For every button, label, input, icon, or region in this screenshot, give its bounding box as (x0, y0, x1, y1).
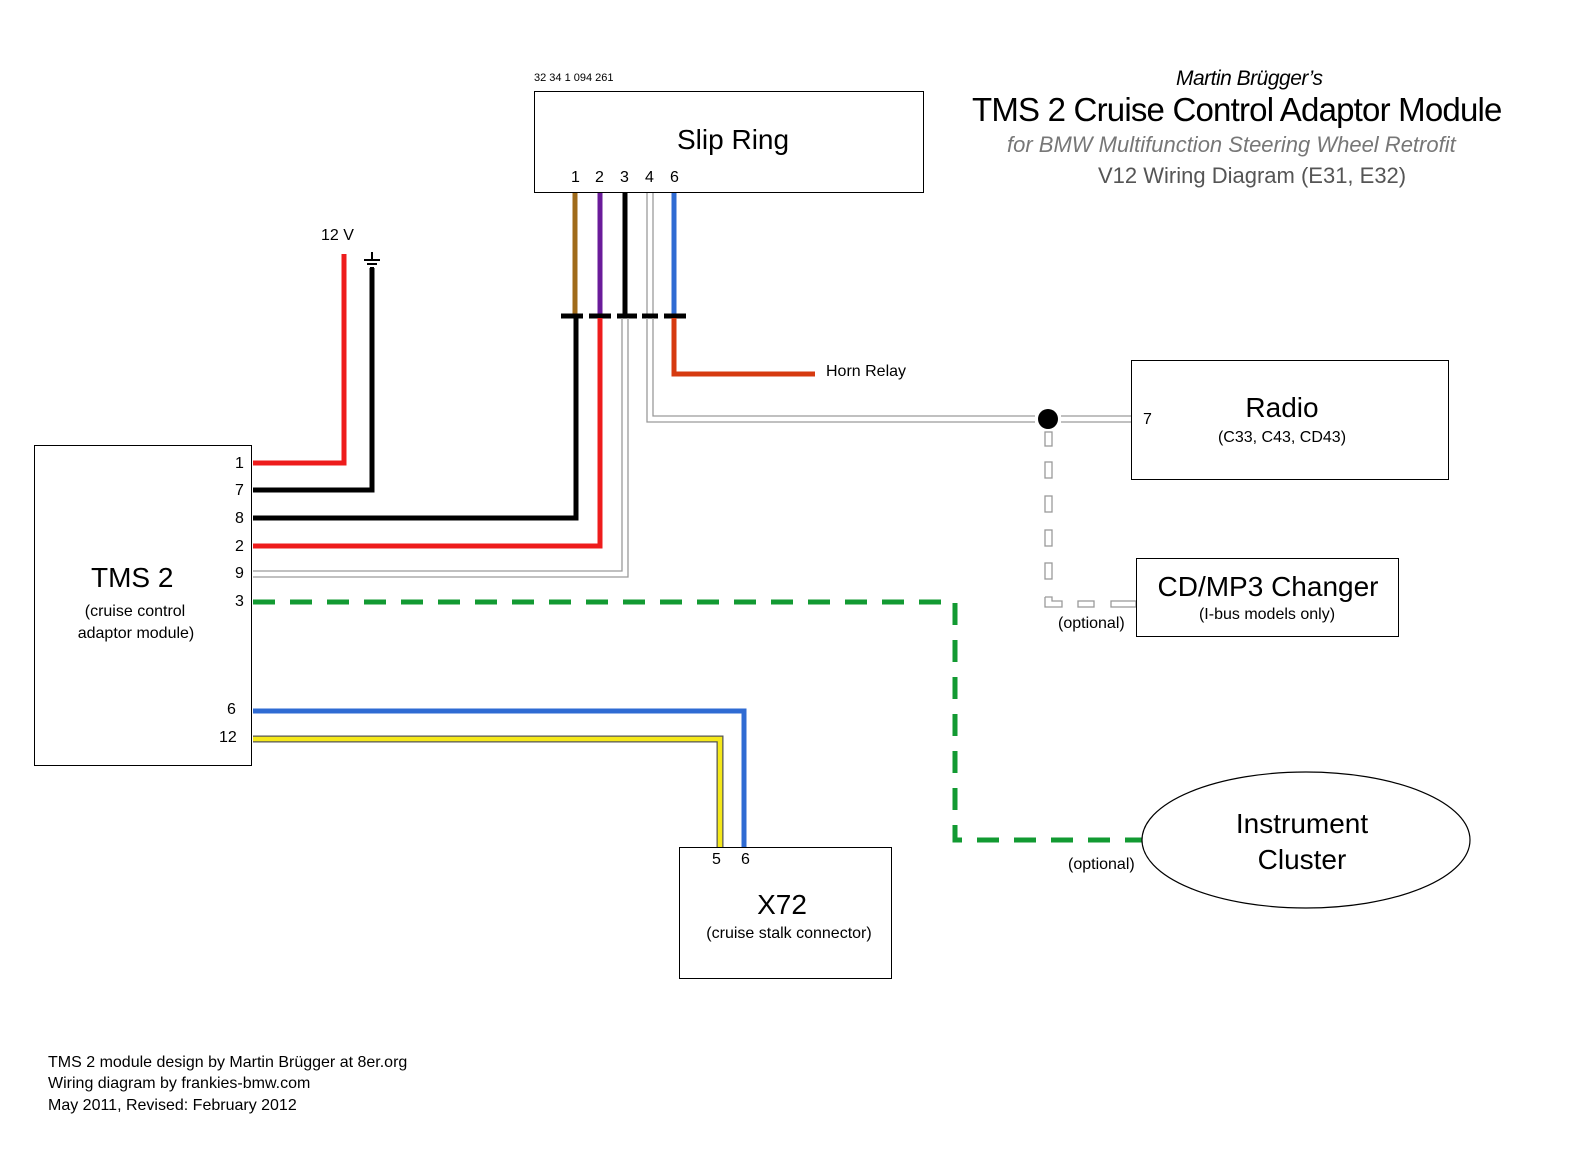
tms-pin: 9 (235, 565, 244, 582)
tms-pin: 8 (235, 510, 244, 527)
tms-desc-2: adaptor module) (77, 625, 195, 642)
slip-ring-part-number: 32 34 1 094 261 (534, 72, 614, 84)
tms-desc-1: (cruise control (84, 603, 186, 620)
x72-box: 5 6 X72 (cruise stalk connector) (679, 847, 892, 979)
tms-pin: 12 (219, 729, 237, 746)
horn-relay-label: Horn Relay (826, 363, 907, 380)
wire-radio-grey (646, 318, 1131, 423)
radio-label: Radio (1245, 392, 1319, 423)
title-main: TMS 2 Cruise Control Adaptor Module (972, 91, 1502, 128)
x72-label: X72 (757, 889, 807, 920)
x72-pin: 5 (712, 851, 721, 868)
wire-slip-4-grey (646, 193, 654, 316)
slip-ring-pin: 2 (595, 169, 604, 186)
radio-desc: (C33, C43, CD43) (1217, 429, 1347, 446)
credit-line-3: May 2011, Revised: February 2012 (48, 1097, 297, 1114)
credit-line-1: TMS 2 module design by Martin Brügger at… (48, 1054, 408, 1071)
wire-tms-8-black (253, 318, 579, 521)
credit-line-2: Wiring diagram by frankies-bmw.com (48, 1075, 311, 1092)
tms-label: TMS 2 (91, 562, 174, 593)
wire-changer-optional (1044, 431, 1137, 608)
tms-pin: 3 (235, 593, 244, 610)
changer-box: CD/MP3 Changer (I-bus models only) (1136, 558, 1399, 637)
tms-pin: 1 (235, 455, 244, 472)
wire-ground-black (253, 268, 375, 493)
title-variant: V12 Wiring Diagram (E31, E32) (1098, 163, 1407, 188)
cluster-label-2: Cluster (1257, 844, 1347, 875)
ground-icon (364, 252, 380, 269)
junction-dot (1038, 409, 1058, 429)
tms-box: TMS 2 (cruise control adaptor module) 1 … (34, 445, 252, 766)
radio-box: 7 Radio (C33, C43, CD43) (1131, 360, 1449, 480)
wire-cluster-green (253, 599, 1143, 843)
title-author: Martin Brügger’s (1176, 67, 1323, 90)
wire-tms-9-grey (253, 318, 629, 578)
slip-ring-box: Slip Ring 1 2 3 4 6 (534, 91, 924, 193)
slip-ring-pin: 4 (645, 169, 654, 186)
tms-pin: 2 (235, 538, 244, 555)
wire-x72-5-yellow (253, 735, 724, 848)
slip-ring-pin: 3 (620, 169, 629, 186)
slip-ring-pin: 1 (571, 169, 580, 186)
wire-x72-6-blue (253, 708, 747, 848)
x72-pin: 6 (741, 851, 750, 868)
tms-pin: 6 (227, 701, 236, 718)
wire-horn-relay (671, 318, 815, 377)
x72-desc: (cruise stalk connector) (706, 925, 872, 942)
instrument-cluster-shape (1141, 771, 1471, 909)
title-sub: for BMW Multifunction Steering Wheel Ret… (1007, 132, 1456, 157)
wire-12v-red (253, 254, 347, 466)
changer-optional-label: (optional) (1058, 615, 1125, 632)
cluster-optional-label: (optional) (1068, 856, 1135, 873)
cluster-label-1: Instrument (1235, 808, 1369, 839)
changer-label: CD/MP3 Changer (1157, 571, 1379, 602)
slip-ring-label: Slip Ring (677, 124, 790, 155)
slip-ring-pin: 6 (670, 169, 679, 186)
tms-pin: 7 (235, 482, 244, 499)
changer-desc: (I-bus models only) (1198, 606, 1336, 623)
wire-tms-2-red (253, 318, 603, 549)
voltage-label: 12 V (321, 227, 354, 244)
radio-pin: 7 (1143, 411, 1152, 428)
